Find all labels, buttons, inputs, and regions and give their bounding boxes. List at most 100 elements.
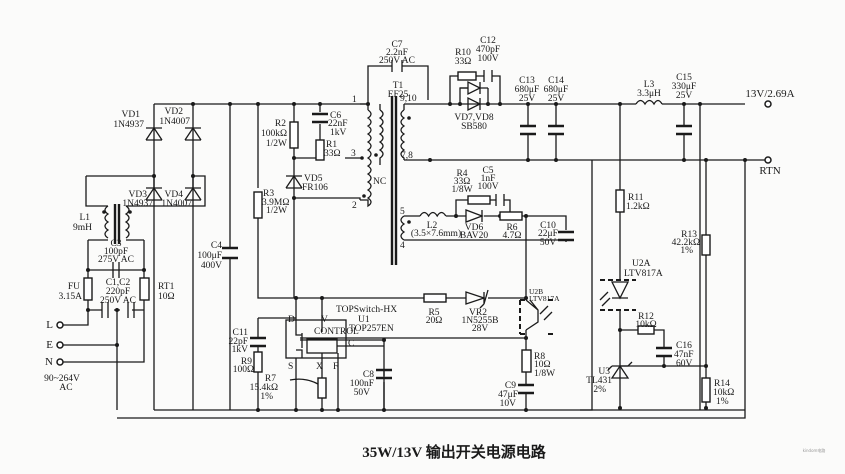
c7-symbol	[391, 60, 403, 72]
u1-family: TOPSwitch-HX	[336, 305, 397, 315]
vd5-symbol	[285, 174, 303, 189]
r4-rating: 1/8W	[451, 185, 472, 195]
c7-rating: 250V AC	[379, 56, 415, 66]
u1-pin-v: V	[321, 315, 328, 325]
c3-value: 100pF	[104, 247, 128, 257]
r3-rating: 1/2W	[266, 206, 287, 216]
r10-value: 33Ω	[455, 57, 472, 67]
c4-symbol	[222, 246, 238, 260]
c12-symbol	[483, 70, 493, 82]
vd5-ref: VD5	[304, 174, 323, 184]
c12-ref: C12	[480, 36, 496, 46]
t1-pin-2: 2	[352, 201, 357, 211]
r10-ref: R10	[455, 48, 471, 58]
u2a-ref: U2A	[632, 259, 651, 269]
t1-pin-5: 5	[400, 207, 405, 217]
c11-value: 22pF	[228, 337, 248, 347]
t1-pin-nc: NC	[373, 177, 386, 187]
r9-symbol	[253, 351, 263, 373]
c12-rating: 100V	[477, 54, 498, 64]
r1-ref: R1	[326, 140, 337, 150]
u1-pin-c: C	[348, 339, 354, 349]
r13-value: 42.2kΩ	[672, 238, 700, 248]
c6-rating: 1kV	[330, 128, 347, 138]
l3-value: 3.3μH	[637, 89, 661, 99]
diagram-title: 35W/13V 输出开关电源电路	[362, 443, 546, 461]
vr2-symbol	[465, 289, 489, 309]
c15-symbol	[676, 124, 692, 136]
u1-pin-d: D	[288, 315, 295, 325]
rt1-value: 10Ω	[158, 292, 175, 302]
l1-ref: L1	[79, 213, 90, 223]
c9-value: 47μF	[498, 390, 518, 400]
r7-ref: R7	[265, 374, 276, 384]
r11-ref: R11	[628, 193, 644, 203]
c16-rating: 60V	[676, 359, 693, 369]
c8-rating: 50V	[354, 388, 371, 398]
c14-symbol	[548, 124, 564, 136]
u1-topswitch	[285, 319, 384, 365]
input-terminal-n[interactable]	[56, 358, 64, 366]
fu-value: 3.15A	[59, 292, 83, 302]
t1-pin-4: 4	[400, 241, 405, 251]
vd2-value: 1N4007	[159, 117, 190, 127]
r6-value: 4.7Ω	[503, 231, 522, 241]
u2a-led	[599, 279, 636, 311]
u1-value: TOP257EN	[349, 324, 394, 334]
c13-rating: 25V	[519, 94, 536, 104]
r4-value: 33Ω	[454, 177, 471, 187]
u2b-phototransistor	[519, 299, 556, 335]
r3-ref: R3	[263, 189, 274, 199]
input-label-l: L	[46, 319, 53, 331]
input-terminal-e[interactable]	[56, 341, 64, 349]
u2b-ref: U2B	[529, 287, 543, 296]
c5-value: 1nF	[481, 174, 496, 184]
output-rtn-terminal[interactable]	[764, 156, 772, 164]
c3-symbol	[112, 262, 120, 278]
vd2-ref: VD2	[165, 107, 184, 117]
t1-pin-78: 7,8	[401, 151, 413, 161]
c4-ref: C4	[211, 241, 222, 251]
vd1-ref: VD1	[122, 110, 141, 120]
output-rtn-label: RTN	[759, 165, 780, 177]
c8-ref: C8	[363, 370, 374, 380]
l1-choke	[102, 204, 132, 244]
c13-ref: C13	[519, 76, 535, 86]
c1-c2-symbol	[101, 302, 135, 318]
r5-ref: R5	[428, 308, 439, 318]
c8-symbol	[376, 368, 392, 380]
vr2-ref: VR2	[469, 308, 487, 318]
vr2-value: 1N5255B	[462, 316, 499, 326]
c10-value: 22μF	[538, 229, 558, 239]
r9-value: 100Ω	[233, 365, 254, 375]
t1-pin-910: 9,10	[400, 94, 417, 104]
vd1-value: 1N4937	[113, 120, 144, 130]
c5-ref: C5	[482, 166, 493, 176]
r5-value: 20Ω	[426, 316, 443, 326]
vr2-rating: 28V	[472, 324, 489, 334]
c3-rating: 275V AC	[98, 255, 134, 265]
c7-ref: C7	[391, 40, 402, 50]
labels: VD1 1N4937 VD2 1N4007 VD3 1N4937 VD4 1N4…	[44, 36, 795, 409]
r1-value: 33Ω	[324, 149, 341, 159]
rt1-symbol	[139, 277, 150, 301]
vd3-ref: VD3	[129, 190, 148, 200]
r14-rating: 1%	[716, 397, 729, 407]
input-terminal-l[interactable]	[56, 321, 64, 329]
c15-ref: C15	[676, 73, 692, 83]
l2-ref: L2	[427, 221, 438, 231]
t1-pin-1: 1	[352, 95, 357, 105]
r1-symbol	[315, 139, 325, 161]
fuse-symbol	[83, 277, 93, 301]
c6-value: 22nF	[328, 119, 348, 129]
u3-rating: 2%	[593, 385, 606, 395]
vd4-value: 1N4007	[161, 199, 192, 209]
c3-ref: C3	[110, 239, 121, 249]
r11-symbol	[615, 189, 625, 213]
fu-ref: FU	[68, 282, 80, 292]
t1-transformer	[360, 96, 411, 265]
output-positive-terminal[interactable]	[764, 100, 772, 108]
c5-rating: 100V	[477, 182, 498, 192]
